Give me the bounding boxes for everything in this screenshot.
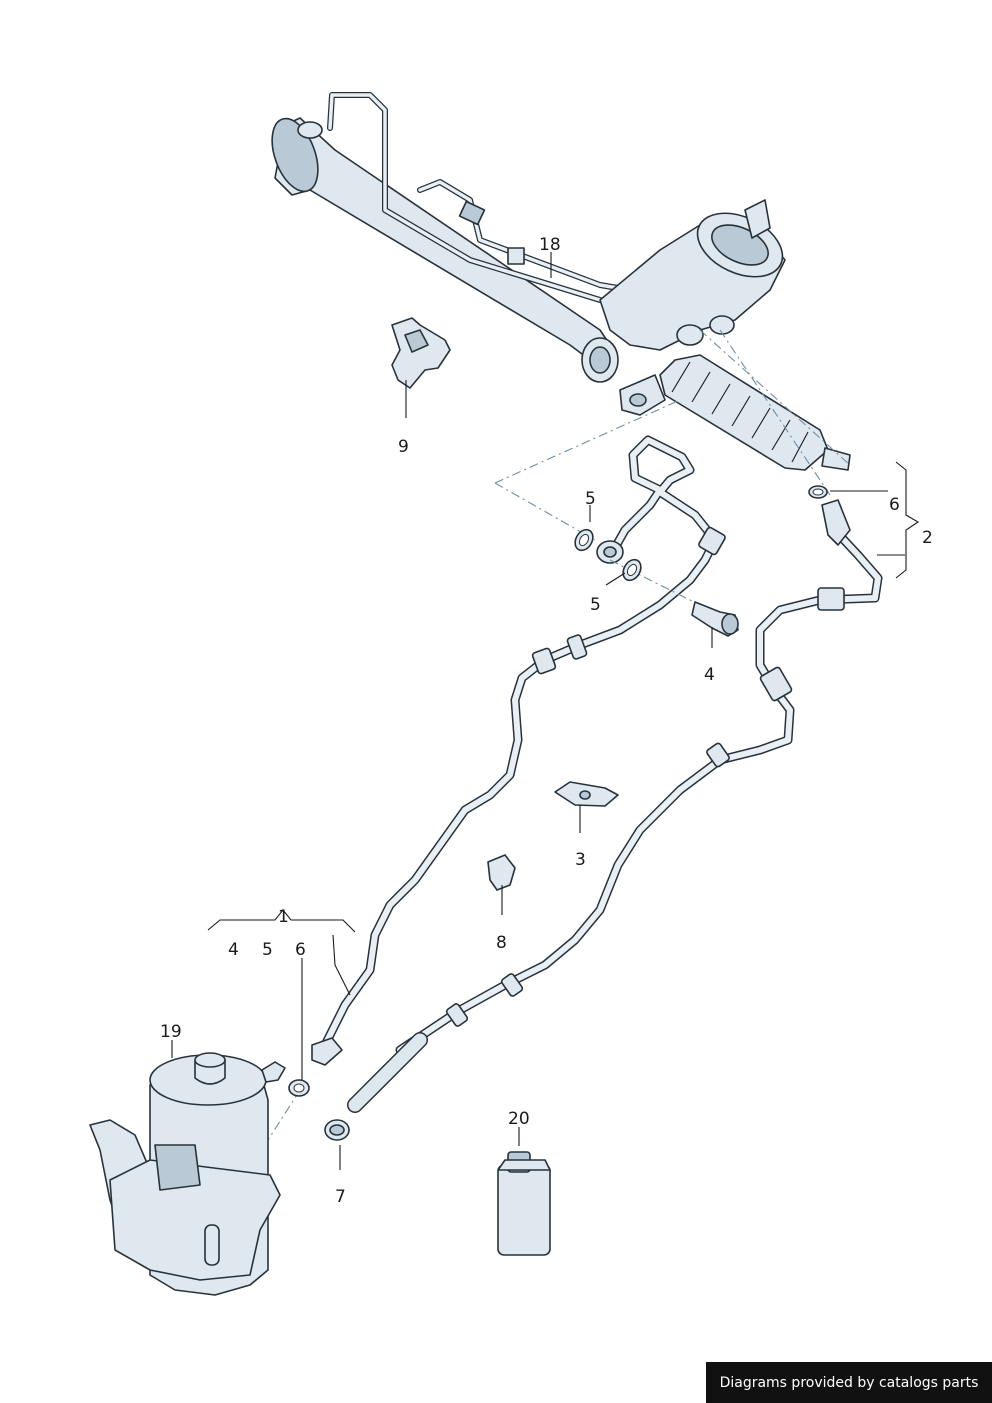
- hose-clip-part[interactable]: [554, 781, 619, 807]
- callout-5-lower: 5: [590, 595, 601, 615]
- callout-4-group: 4: [228, 940, 239, 960]
- o-ring-lower-part[interactable]: [620, 556, 645, 583]
- seal-ring-part[interactable]: [808, 485, 828, 499]
- clamp-part[interactable]: [487, 854, 516, 891]
- oil-bottle-part[interactable]: [497, 1151, 551, 1256]
- banjo-bolt-part[interactable]: [691, 601, 739, 637]
- o-ring-upper-part[interactable]: [572, 526, 597, 553]
- callout-18: 18: [539, 235, 561, 255]
- diagram-credit-banner[interactable]: Diagrams provided by catalogs parts: [706, 1362, 992, 1403]
- leader-lines: [171, 252, 920, 1170]
- callout-1: 1: [278, 907, 289, 927]
- fluid-reservoir-part[interactable]: [89, 1052, 286, 1296]
- callout-5-upper: 5: [585, 489, 596, 509]
- diagram-credit-text: Diagrams provided by catalogs parts: [719, 1374, 979, 1391]
- steering-rack-part[interactable]: [263, 92, 851, 471]
- callout-4-bolt: 4: [704, 665, 715, 685]
- callout-6-group: 6: [295, 940, 306, 960]
- bracket-part[interactable]: [391, 317, 451, 389]
- washer-part[interactable]: [288, 1079, 310, 1097]
- pressure-hose-part[interactable]: [311, 435, 726, 1066]
- callout-6-right: 6: [889, 495, 900, 515]
- callout-19: 19: [160, 1022, 182, 1042]
- callout-7: 7: [335, 1187, 346, 1207]
- callout-3: 3: [575, 850, 586, 870]
- assembly-guide-lines: [267, 329, 851, 1141]
- callout-20: 20: [508, 1109, 530, 1129]
- callout-8: 8: [496, 933, 507, 953]
- hose-clamp-part[interactable]: [324, 1119, 350, 1141]
- callout-2: 2: [922, 528, 933, 548]
- return-hose-part[interactable]: [347, 499, 883, 1113]
- callout-5-group: 5: [262, 940, 273, 960]
- callout-9: 9: [398, 437, 409, 457]
